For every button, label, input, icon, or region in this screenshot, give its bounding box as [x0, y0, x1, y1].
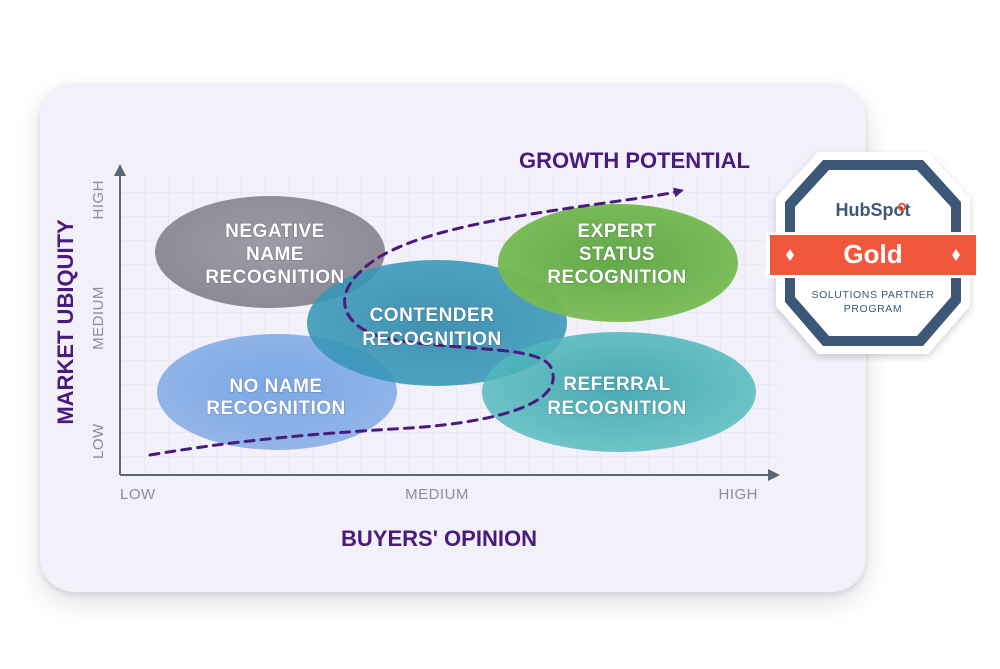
x-axis-arrow	[768, 469, 780, 481]
diagram-title: GROWTH POTENTIAL	[519, 148, 750, 173]
growth-curve	[148, 187, 684, 457]
region-no-name-line-1: NO NAME	[229, 376, 322, 397]
y-tick-medium: MEDIUM	[90, 286, 107, 350]
region-referral-line-1: REFERRAL	[563, 374, 670, 395]
y-axis-arrow	[114, 164, 126, 176]
region-contender-ellipse	[307, 260, 567, 386]
badge-program-line-1: SOLUTIONS PARTNER	[812, 289, 935, 301]
badge-brand: HubSpot	[836, 200, 911, 220]
badge-ribbon	[770, 235, 976, 275]
region-contender-line-1: CONTENDER	[370, 305, 495, 326]
hubspot-sprocket-icon	[897, 202, 907, 212]
sparkle-right-icon	[952, 249, 960, 261]
x-axis-label: BUYERS' OPINION	[341, 526, 537, 551]
x-tick-medium: MEDIUM	[405, 486, 469, 503]
region-no-name-line-2: RECOGNITION	[206, 398, 346, 419]
y-tick-high: HIGH	[90, 180, 107, 220]
region-expert-line-3: RECOGNITION	[547, 267, 687, 288]
y-tick-low: LOW	[90, 423, 107, 459]
region-negative-line-1: NEGATIVE	[225, 221, 325, 242]
badge-program-line-2: PROGRAM	[844, 303, 902, 315]
region-contender-line-2: RECOGNITION	[362, 329, 502, 350]
badge-tier: Gold	[843, 239, 902, 269]
x-tick-high: HIGH	[719, 486, 759, 503]
region-negative-ellipse	[155, 196, 385, 308]
hubspot-gold-badge: Gold HubSpot SOLUTIONS PARTNER PROGRAM	[766, 152, 980, 354]
region-referral-ellipse	[482, 332, 756, 452]
region-expert-line-2: STATUS	[579, 244, 655, 265]
region-expert-line-1: EXPERT	[577, 221, 656, 242]
sparkle-left-icon	[786, 249, 794, 261]
region-negative-line-3: RECOGNITION	[205, 267, 345, 288]
x-tick-low: LOW	[120, 486, 156, 503]
region-referral-line-2: RECOGNITION	[547, 398, 687, 419]
region-negative-line-2: NAME	[246, 244, 304, 265]
axes	[114, 164, 780, 481]
y-axis-label: MARKET UBIQUITY	[53, 219, 78, 425]
region-expert-ellipse	[498, 204, 738, 322]
